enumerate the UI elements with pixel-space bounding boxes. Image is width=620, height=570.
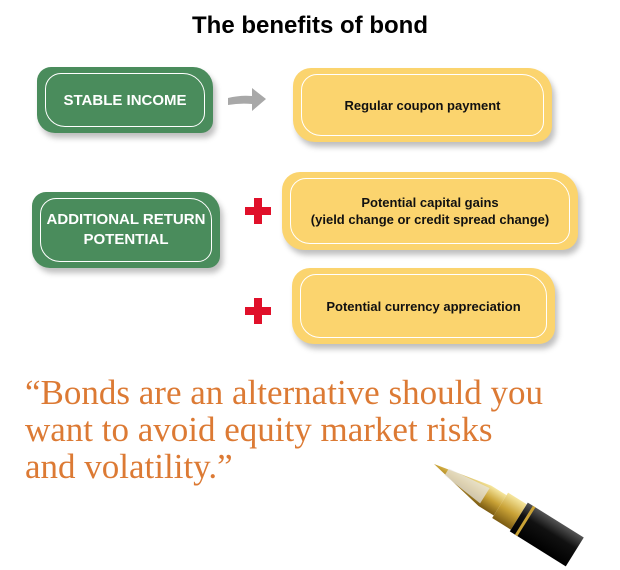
plus-icon (245, 298, 271, 324)
regular-coupon-label: Regular coupon payment (344, 97, 501, 113)
capital-gains-label: Potential capital gains (yield change or… (310, 195, 550, 227)
arrow-right-icon (228, 88, 266, 111)
stable-income-box: STABLE INCOME (37, 67, 213, 133)
capital-gains-box: Potential capital gains (yield change or… (282, 172, 578, 250)
regular-coupon-box: Regular coupon payment (293, 68, 552, 142)
additional-return-label: ADDITIONAL RETURN POTENTIAL (46, 211, 206, 248)
stable-income-label: STABLE INCOME (63, 91, 187, 109)
additional-return-box: ADDITIONAL RETURN POTENTIAL (32, 192, 220, 268)
page-title: The benefits of bond (192, 12, 428, 39)
plus-icon (245, 198, 271, 224)
currency-appreciation-box: Potential currency appreciation (292, 268, 555, 344)
quote-text: “Bonds are an alternative should you wan… (25, 373, 544, 486)
currency-appreciation-label: Potential currency appreciation (326, 298, 521, 314)
fountain-pen-icon (434, 464, 584, 567)
